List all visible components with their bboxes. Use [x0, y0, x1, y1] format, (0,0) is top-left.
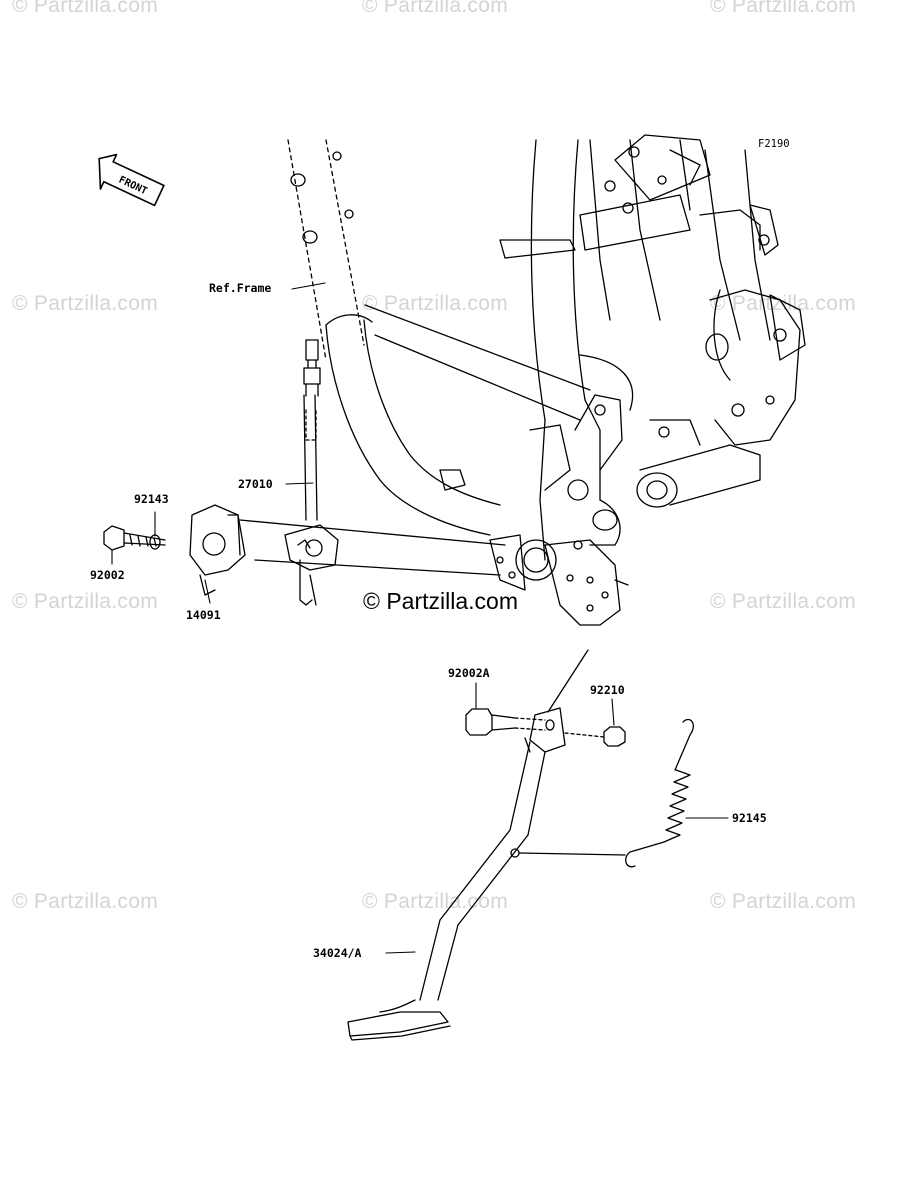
watermark: © Partzilla.com — [12, 0, 159, 17]
callout-ref-frame: Ref.Frame — [209, 281, 272, 295]
spring-92145 — [625, 718, 694, 868]
callout-92145: 92145 — [732, 811, 767, 825]
callout-27010: 27010 — [238, 477, 273, 491]
nut-92210 — [564, 726, 626, 747]
callout-92143: 92143 — [134, 492, 169, 506]
watermark: © Partzilla.com — [710, 890, 857, 913]
callout-14091: 14091 — [186, 608, 221, 622]
watermark: © Partzilla.com — [12, 890, 159, 913]
callout-92002: 92002 — [90, 568, 125, 582]
callout-92210: 92210 — [590, 683, 625, 697]
frame — [287, 134, 806, 626]
watermark: © Partzilla.com — [12, 590, 159, 613]
side-stand-switch — [189, 339, 506, 606]
leader-lines — [111, 282, 729, 954]
watermark: © Partzilla.com — [12, 292, 159, 315]
side-stand — [347, 649, 626, 1041]
watermark: © Partzilla.com — [362, 292, 509, 315]
bolt-92002 — [103, 525, 166, 551]
watermark: © Partzilla.com — [710, 0, 857, 17]
watermark: © Partzilla.com — [362, 0, 509, 17]
figure-id: F2190 — [758, 138, 790, 150]
center-watermark: © Partzilla.com — [363, 588, 518, 614]
bolt-92002a — [465, 708, 546, 736]
callout-34024a: 34024/A — [313, 946, 362, 960]
front-arrow-icon: FRONT — [98, 153, 165, 207]
callout-92002a: 92002A — [448, 666, 490, 680]
watermark: © Partzilla.com — [710, 590, 857, 613]
